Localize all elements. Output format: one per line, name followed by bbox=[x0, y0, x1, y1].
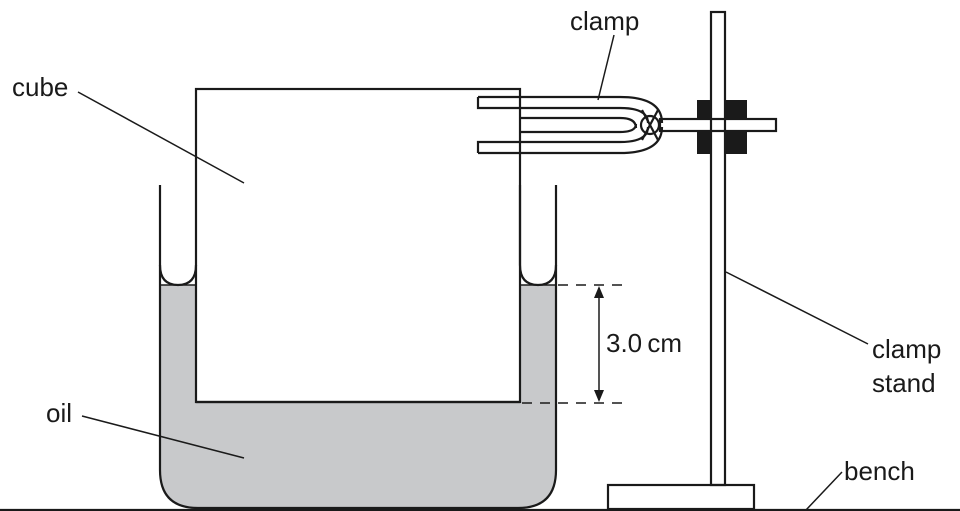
cube bbox=[194, 87, 522, 404]
clamp-stand-base bbox=[606, 483, 756, 511]
dimension-arrow-up bbox=[594, 286, 604, 298]
tank-inner-right bbox=[518, 185, 558, 287]
oil-fill bbox=[160, 285, 556, 508]
leader-clamp-stand bbox=[725, 271, 869, 345]
clamp-inner-lower bbox=[520, 123, 638, 134]
label-clamp-stand-2: stand bbox=[872, 368, 936, 398]
label-cube: cube bbox=[12, 72, 68, 102]
boss-block-bottom-left bbox=[697, 132, 711, 154]
leader-bench bbox=[805, 471, 843, 511]
boss-block-top-right bbox=[725, 100, 747, 118]
tank-inner-left bbox=[158, 264, 198, 287]
label-measurement: 3.0 cm bbox=[606, 328, 682, 358]
leader-cube bbox=[77, 91, 245, 184]
label-oil: oil bbox=[46, 398, 72, 428]
label-clamp: clamp bbox=[570, 6, 639, 36]
leader-clamp bbox=[597, 34, 615, 101]
dimension-arrow-down bbox=[594, 390, 604, 402]
tank-outer-wall bbox=[158, 185, 558, 510]
label-clamp-stand-1: clamp bbox=[872, 334, 941, 364]
clamp-stand-rod bbox=[709, 10, 727, 487]
boss-block-bottom-right bbox=[725, 132, 747, 154]
wing-nut-icon bbox=[639, 109, 661, 141]
label-bench: bench bbox=[844, 456, 915, 486]
clamp-inner-upper bbox=[520, 116, 638, 129]
boss-block-top-left bbox=[697, 100, 711, 118]
clamp-rod bbox=[658, 117, 778, 133]
leader-oil bbox=[81, 415, 245, 459]
